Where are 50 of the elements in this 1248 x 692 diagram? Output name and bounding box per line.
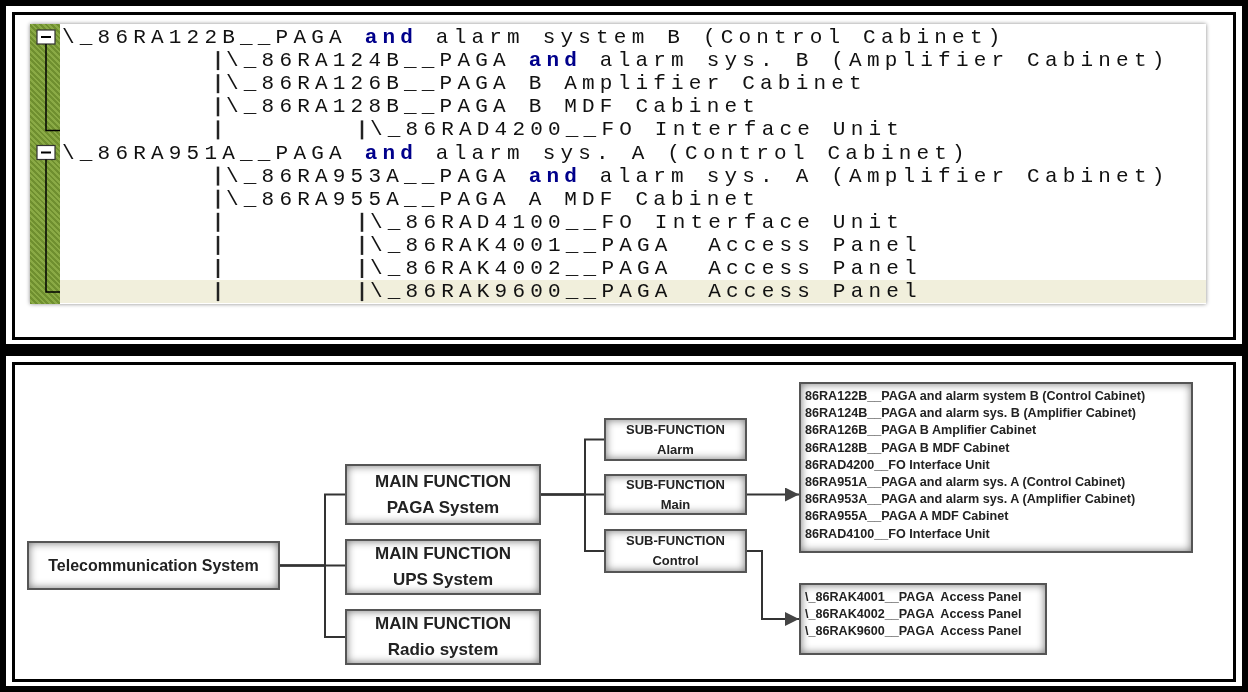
arrow — [746, 550, 800, 626]
tree-item-label: \_86RAK4001__PAGA Access Panel — [370, 233, 922, 257]
tree-item-label: \_86RAK4002__PAGA Access Panel — [370, 257, 922, 280]
tree-item-label: \_86RA128B__PAGA B MDF Cabinet — [226, 95, 761, 119]
arrow — [746, 487, 800, 502]
node-text: 86RA955A__PAGA A MDF Cabinet — [805, 508, 1009, 526]
tree-item-label: \_86RAD4200__FO Interface Unit — [370, 118, 905, 142]
node-text: 86RAD4100__FO Interface Unit — [805, 525, 990, 543]
node-text: Telecommunication System — [48, 555, 259, 576]
tree-item-label: \_86RA955A__PAGA A MDF Cabinet — [226, 187, 761, 211]
connector-line — [279, 564, 346, 638]
node-text: SUB-FUNCTION — [626, 420, 725, 439]
node-text: 86RA128B__PAGA B MDF Cabinet — [805, 439, 1010, 457]
tree-item-label: \_86RAK9600__PAGA Access Panel — [370, 280, 922, 304]
function-box — [604, 474, 747, 515]
node-text: MAIN FUNCTION — [375, 613, 511, 635]
node-text: 86RA126B__PAGA B Amplifier Cabinet — [805, 422, 1037, 440]
node-text: 86RA953A__PAGA and alarm sys. A (Amplifier Cabinet) — [805, 491, 1136, 509]
function-box — [345, 539, 541, 595]
node-text: 86RA122B__PAGA and alarm system B (Control Cabinet) — [805, 388, 1146, 405]
node-text: Main — [660, 495, 691, 514]
node-text: UPS System — [392, 569, 494, 591]
node-text: Radio system — [387, 639, 499, 661]
function-box — [345, 609, 541, 665]
function-box — [604, 418, 747, 461]
node-text: 86RAD4200__FO Interface Unit — [805, 456, 990, 474]
node-text: \_86RAK4002__PAGA Access Panel — [805, 606, 1022, 624]
list-box — [799, 583, 1047, 655]
tree-item-label: \_86RA126B__PAGA B Amplifier Cabinet — [226, 72, 867, 96]
node-text: \_86RAK9600__PAGA Access Panel — [805, 623, 1022, 641]
tree-item-label: \_86RA122B__PAGA and alarm system B (Control Cabinet) — [62, 26, 1006, 49]
node-text: SUB-FUNCTION — [626, 532, 725, 550]
connector-line — [540, 493, 605, 552]
node-text: \_86RAK4001__PAGA Access Panel — [805, 589, 1022, 606]
function-box — [345, 464, 541, 525]
node-text: Alarm — [657, 440, 694, 459]
node-text: Control — [652, 552, 699, 570]
tree-item-label: \_86RA951A__PAGA and alarm sys. A (Control Cabinet) — [62, 141, 970, 165]
tree-item-label: \_86RA124B__PAGA and alarm sys. B (Amplifier Cabinet) — [226, 49, 1170, 73]
tree-item-label: \_86RAD4100__FO Interface Unit — [370, 210, 905, 234]
node-text: MAIN FUNCTION — [375, 543, 511, 565]
function-box — [27, 541, 280, 590]
tree-item-label: \_86RA953A__PAGA and alarm sys. A (Amplifier Cabinet) — [226, 164, 1170, 188]
node-text: MAIN FUNCTION — [375, 470, 511, 493]
node-text: 86RA124B__PAGA and alarm sys. B (Amplifier Cabinet) — [805, 405, 1137, 423]
node-text: 86RA951A__PAGA and alarm sys. A (Control Cabinet) — [805, 474, 1126, 491]
node-text: SUB-FUNCTION — [626, 475, 725, 494]
function-box — [604, 529, 747, 573]
list-box — [799, 382, 1193, 553]
node-text: PAGA System — [386, 496, 500, 519]
